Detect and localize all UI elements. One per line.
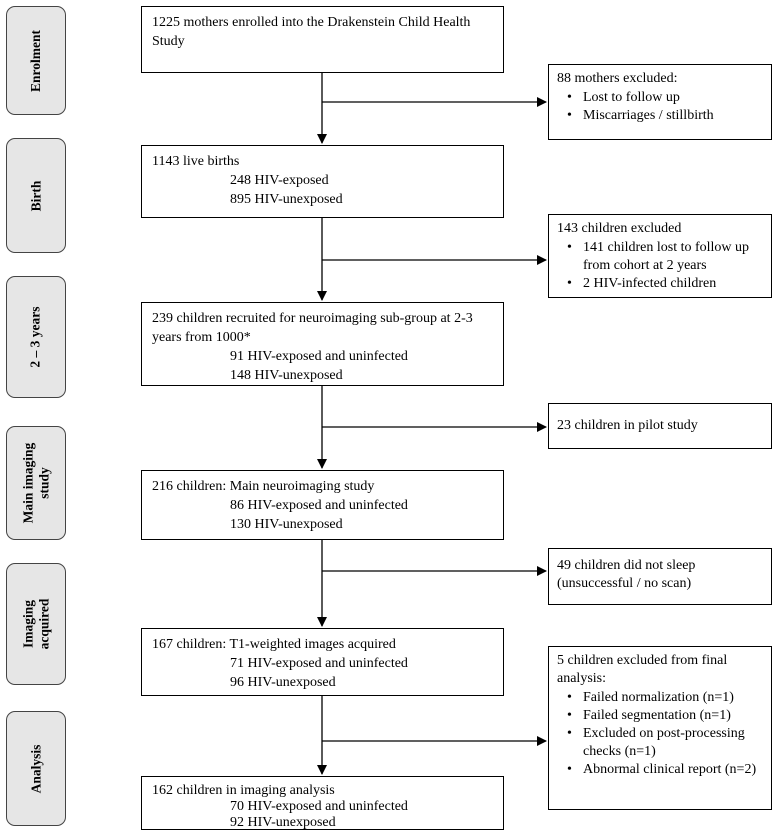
box-line: 96 HIV-unexposed <box>230 675 336 690</box>
main-box-birth: 1143 live births 248 HIV-exposed 895 HIV… <box>141 145 504 218</box>
exclusion-box-pilot: 23 children in pilot study <box>548 403 772 449</box>
phase-label: study <box>36 467 52 499</box>
phase-label: Imaging <box>19 599 35 649</box>
box-line: 92 HIV-unexposed <box>230 815 336 830</box>
exclusion-title: 23 children in pilot study <box>557 418 698 433</box>
main-box-imaging-acquired: 167 children: T1-weighted images acquire… <box>141 628 504 696</box>
exclusion-item: Failed normalization (n=1) <box>557 689 763 707</box>
main-box-enrolment: 1225 mothers enrolled into the Drakenste… <box>141 6 504 73</box>
box-line: 895 HIV-unexposed <box>230 192 343 207</box>
main-box-2-3-years: 239 children recruited for neuroimaging … <box>141 302 504 386</box>
box-title: 162 children in imaging analysis <box>152 783 335 798</box>
phase-imaging-acquired: Imaging acquired <box>6 563 66 685</box>
box-line: 248 HIV-exposed <box>230 173 329 188</box>
exclusion-item: 2 HIV-infected children <box>557 275 763 293</box>
exclusion-list: Lost to follow up Miscarriages / stillbi… <box>557 89 763 125</box>
exclusion-item: Miscarriages / stillbirth <box>557 107 763 125</box>
exclusion-box-final: 5 children excluded from final analysis:… <box>548 646 772 810</box>
box-title: 239 children recruited for neuroimaging … <box>152 311 473 345</box>
exclusion-list: Failed normalization (n=1) Failed segmen… <box>557 689 763 779</box>
box-title: 216 children: Main neuroimaging study <box>152 479 375 494</box>
phase-main-imaging-study: Main imaging study <box>6 426 66 540</box>
phase-label: Birth <box>27 180 43 211</box>
box-title: 1143 live births <box>152 154 240 169</box>
box-line: 70 HIV-exposed and uninfected <box>230 799 408 814</box>
box-line: 130 HIV-unexposed <box>230 517 343 532</box>
box-line: 71 HIV-exposed and uninfected <box>230 656 408 671</box>
exclusion-item: 141 children lost to follow up from coho… <box>557 239 763 275</box>
exclusion-box-children: 143 children excluded 141 children lost … <box>548 214 772 298</box>
phase-2-3-years: 2 – 3 years <box>6 276 66 398</box>
exclusion-title: 49 children did not sleep (unsuccessful … <box>557 558 696 591</box>
exclusion-item: Lost to follow up <box>557 89 763 107</box>
box-line: 148 HIV-unexposed <box>230 368 343 383</box>
exclusion-item: Abnormal clinical report (n=2) <box>557 761 763 779</box>
exclusion-title: 143 children excluded <box>557 221 682 236</box>
phase-analysis: Analysis <box>6 711 66 826</box>
exclusion-title: 5 children excluded from final analysis: <box>557 653 728 686</box>
phase-label: Analysis <box>28 744 43 793</box>
exclusion-box-no-sleep: 49 children did not sleep (unsuccessful … <box>548 548 772 605</box>
exclusion-box-mothers: 88 mothers excluded: Lost to follow up M… <box>548 64 772 140</box>
exclusion-title: 88 mothers excluded: <box>557 71 678 86</box>
exclusion-list: 141 children lost to follow up from coho… <box>557 239 763 293</box>
phase-label: 2 – 3 years <box>28 306 43 368</box>
phase-label: Main imaging <box>20 442 36 524</box>
main-box-main-study: 216 children: Main neuroimaging study 86… <box>141 470 504 540</box>
phase-label: Enrolment <box>28 29 44 92</box>
phase-birth: Birth <box>6 138 66 253</box>
box-line: 91 HIV-exposed and uninfected <box>230 349 408 364</box>
box-title: 1225 mothers enrolled into the Drakenste… <box>152 15 471 49</box>
phase-enrolment: Enrolment <box>6 6 66 115</box>
phase-label: acquired <box>35 598 51 650</box>
main-box-analysis: 162 children in imaging analysis 70 HIV-… <box>141 776 504 830</box>
box-title: 167 children: T1-weighted images acquire… <box>152 637 396 652</box>
box-line: 86 HIV-exposed and uninfected <box>230 498 408 513</box>
exclusion-item: Excluded on post-processing checks (n=1) <box>557 725 763 761</box>
exclusion-item: Failed segmentation (n=1) <box>557 707 763 725</box>
